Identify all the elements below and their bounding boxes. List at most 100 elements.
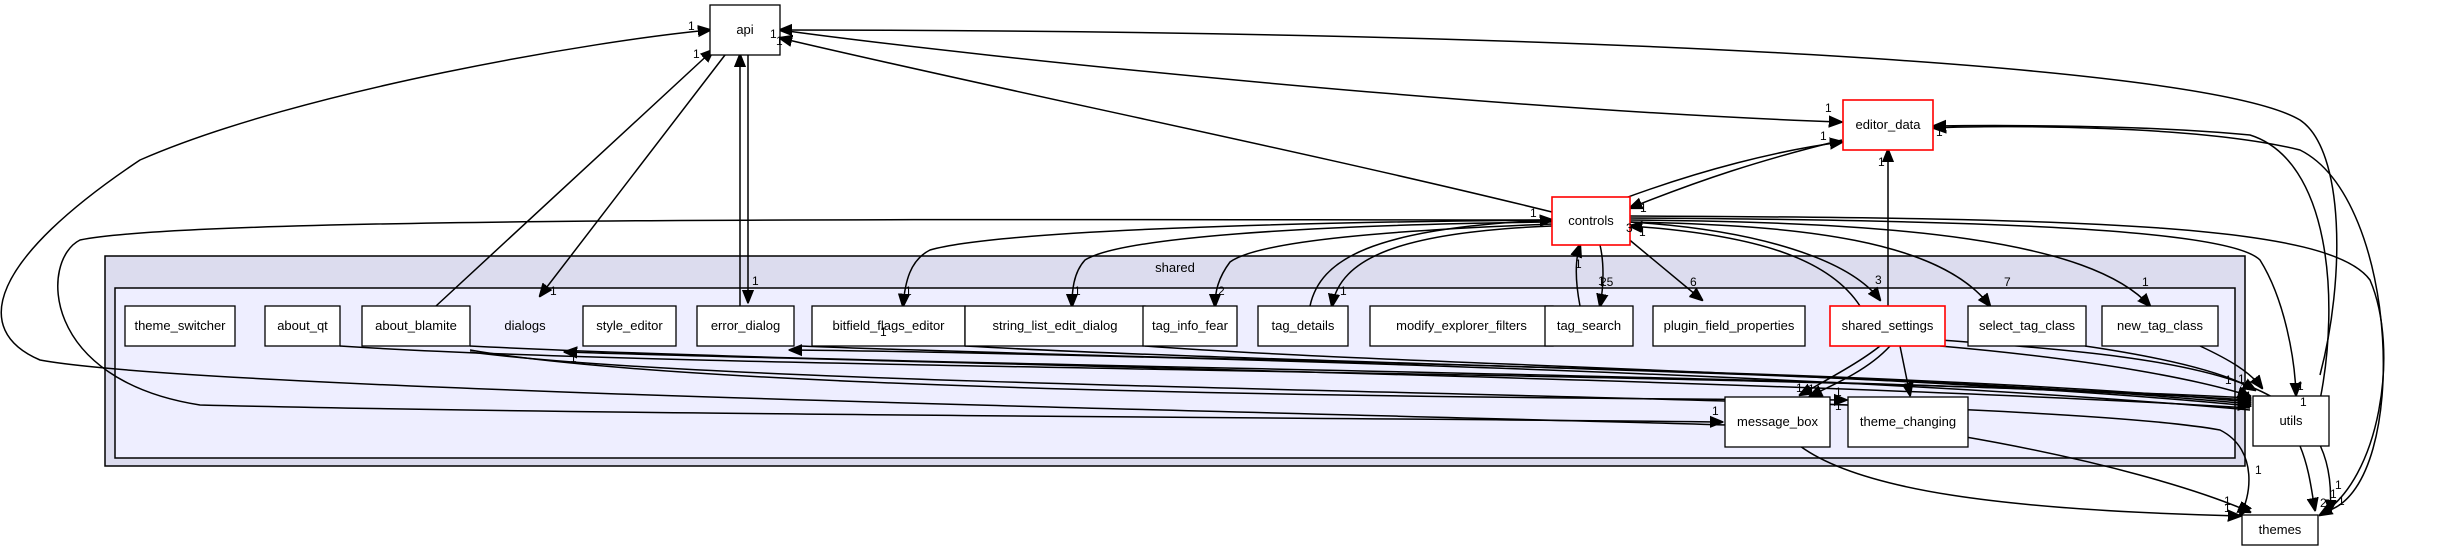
node-editor-data[interactable]: editor_data [1842, 99, 1934, 151]
edge-multiplicity-label: 1 [693, 47, 700, 61]
node-bitfield-flags-editor[interactable]: bitfield_flags_editor [811, 305, 966, 347]
node-box-modify-explorer-filters[interactable] [1369, 305, 1554, 347]
node-box-tag-search[interactable] [1544, 305, 1634, 347]
edge-shared-settings-to-themes [1939, 339, 2331, 512]
node-box-select-tag-class[interactable] [1967, 305, 2087, 347]
node-box-tag-details[interactable] [1257, 305, 1349, 347]
node-modify-explorer-filters[interactable]: modify_explorer_filters [1369, 305, 1554, 347]
node-box-plugin-field-properties[interactable] [1652, 305, 1806, 347]
edge-multiplicity-label: 1 [550, 284, 557, 298]
node-label-new-tag-class: new_tag_class [2117, 318, 2203, 333]
node-box-tag-info-fear[interactable] [1142, 305, 1238, 347]
node-select-tag-class[interactable]: select_tag_class [1967, 305, 2087, 347]
node-box-new-tag-class[interactable] [2101, 305, 2219, 347]
edge-multiplicity-label: 1 [2297, 379, 2304, 393]
node-box-about-blamite[interactable] [361, 305, 471, 347]
node-utils[interactable]: utils [2252, 395, 2330, 447]
edge-controls-to-bitfield [903, 219, 1553, 306]
node-label-tag-details: tag_details [1272, 318, 1335, 333]
nodes: api editor_data controls utils themes theme_s… [124, 4, 2330, 546]
edge-multiplicity-label: 1 [1598, 274, 1605, 288]
node-label-controls: controls [1568, 213, 1614, 228]
edge-utils-to-error-dialog [790, 350, 2251, 411]
node-themes[interactable]: themes [2241, 514, 2319, 546]
node-label-error-dialog: error_dialog [711, 318, 780, 333]
node-theme-changing[interactable]: theme_changing [1847, 396, 1969, 448]
node-about-qt[interactable]: about_qt [264, 305, 341, 347]
node-about-blamite[interactable]: about_blamite [361, 305, 471, 347]
edge-multiplicity-label: 1 [905, 284, 912, 298]
edge-controls-to-new-tag-class [1629, 219, 2150, 306]
node-box-style-editor[interactable] [582, 305, 677, 347]
node-tag-info-fear[interactable]: tag_info_fear [1142, 305, 1238, 347]
node-box-message-box[interactable] [1724, 396, 1831, 448]
node-message-box[interactable]: message_box [1724, 396, 1831, 448]
node-label-select-tag-class: select_tag_class [1979, 318, 2076, 333]
edge-controls-to-tag-search [1600, 244, 1603, 306]
edge-theme-changing-to-themes [1959, 435, 2250, 512]
node-box-themes[interactable] [2241, 514, 2319, 546]
node-box-shared-settings[interactable] [1829, 305, 1946, 347]
node-label-editor-data: editor_data [1855, 117, 1921, 132]
node-box-string-list-edit-dialog[interactable] [964, 305, 1146, 347]
edge-multiplicity-label: 1 [1575, 257, 1582, 271]
node-label-tag-search: tag_search [1557, 318, 1621, 333]
node-label-shared-settings: shared_settings [1842, 318, 1934, 333]
edges [0, 30, 2385, 516]
node-theme-switcher[interactable]: theme_switcher [124, 305, 236, 347]
edge-multiplicity-label: 1 [1878, 155, 1885, 169]
node-error-dialog[interactable]: error_dialog [696, 305, 795, 347]
edge-about-blamite-to-api [435, 50, 713, 307]
edge-multiplicity-label: 25 [1600, 275, 1614, 289]
edge-multiplicity-label: 3 [1626, 221, 1633, 235]
edge-multiplicity-label: 1 [1835, 399, 1842, 413]
edge-multiplicity-label: 1 [2300, 395, 2307, 409]
edge-multiplicity-label: 2 [1218, 284, 1225, 298]
edge-multiplicity-label: 1 [570, 351, 577, 365]
edge-multiplicity-label: 1 [1074, 284, 1081, 298]
node-style-editor[interactable]: style_editor [582, 305, 677, 347]
node-plugin-field-properties[interactable]: plugin_field_properties [1652, 305, 1806, 347]
node-tag-search[interactable]: tag_search [1544, 305, 1634, 347]
edge-multiplicity-label: 1 [1530, 206, 1537, 220]
node-label-style-editor: style_editor [596, 318, 663, 333]
edge-controls-to-shared-settings [1629, 221, 1880, 300]
node-label-tag-info-fear: tag_info_fear [1152, 318, 1229, 333]
edge-controls-to-plugin-fields [1619, 231, 1702, 300]
node-box-editor-data[interactable] [1842, 99, 1934, 151]
edge-utils-to-api [780, 30, 2338, 376]
node-label-string-list-edit-dialog: string_list_edit_dialog [992, 318, 1117, 333]
edge-multiplicity-label: 1 [2224, 501, 2231, 515]
node-box-controls[interactable] [1551, 196, 1631, 246]
node-box-theme-changing[interactable] [1847, 396, 1969, 448]
edge-multiplicity-label: 1 [2338, 494, 2345, 508]
edge-multiplicity-label: 1 [2236, 394, 2243, 408]
node-box-error-dialog[interactable] [696, 305, 795, 347]
node-label-about-blamite: about_blamite [375, 318, 457, 333]
node-dialogs[interactable]: dialogs [504, 318, 546, 333]
edge-multiplicity-label: 3 [1875, 273, 1882, 287]
node-controls[interactable]: controls [1551, 196, 1631, 246]
edge-editor-data-to-controls [1630, 139, 1843, 208]
node-tag-details[interactable]: tag_details [1257, 305, 1349, 347]
edge-controls-to-themes [1629, 215, 2385, 515]
edge-multiplicity-label: 2 [2320, 496, 2327, 510]
edge-utils-to-style-editor [565, 352, 2251, 409]
edge-multiplicity-label: 1 [2245, 389, 2252, 403]
node-box-about-qt[interactable] [264, 305, 341, 347]
node-shared-settings[interactable]: shared_settings [1829, 305, 1946, 347]
node-label-bitfield-flags-editor: bitfield_flags_editor [832, 318, 945, 333]
node-string-list-edit-dialog[interactable]: string_list_edit_dialog [964, 305, 1146, 347]
edge-multiplicity-label: 1 [1340, 284, 1347, 298]
node-api[interactable]: api [709, 4, 781, 56]
node-new-tag-class[interactable]: new_tag_class [2101, 305, 2219, 347]
edge-controls-to-select-tag-class [1629, 221, 1990, 306]
node-box-api[interactable] [709, 4, 781, 56]
edge-multiplicity-label: 1 [1936, 125, 1943, 139]
node-box-theme-switcher[interactable] [124, 305, 236, 347]
edge-multiplicity-label: 7 [2004, 275, 2011, 289]
node-box-utils[interactable] [2252, 395, 2330, 447]
edge-string-list-to-utils [1144, 345, 2250, 406]
edge-multiplicity-label: 1 [2224, 494, 2231, 508]
